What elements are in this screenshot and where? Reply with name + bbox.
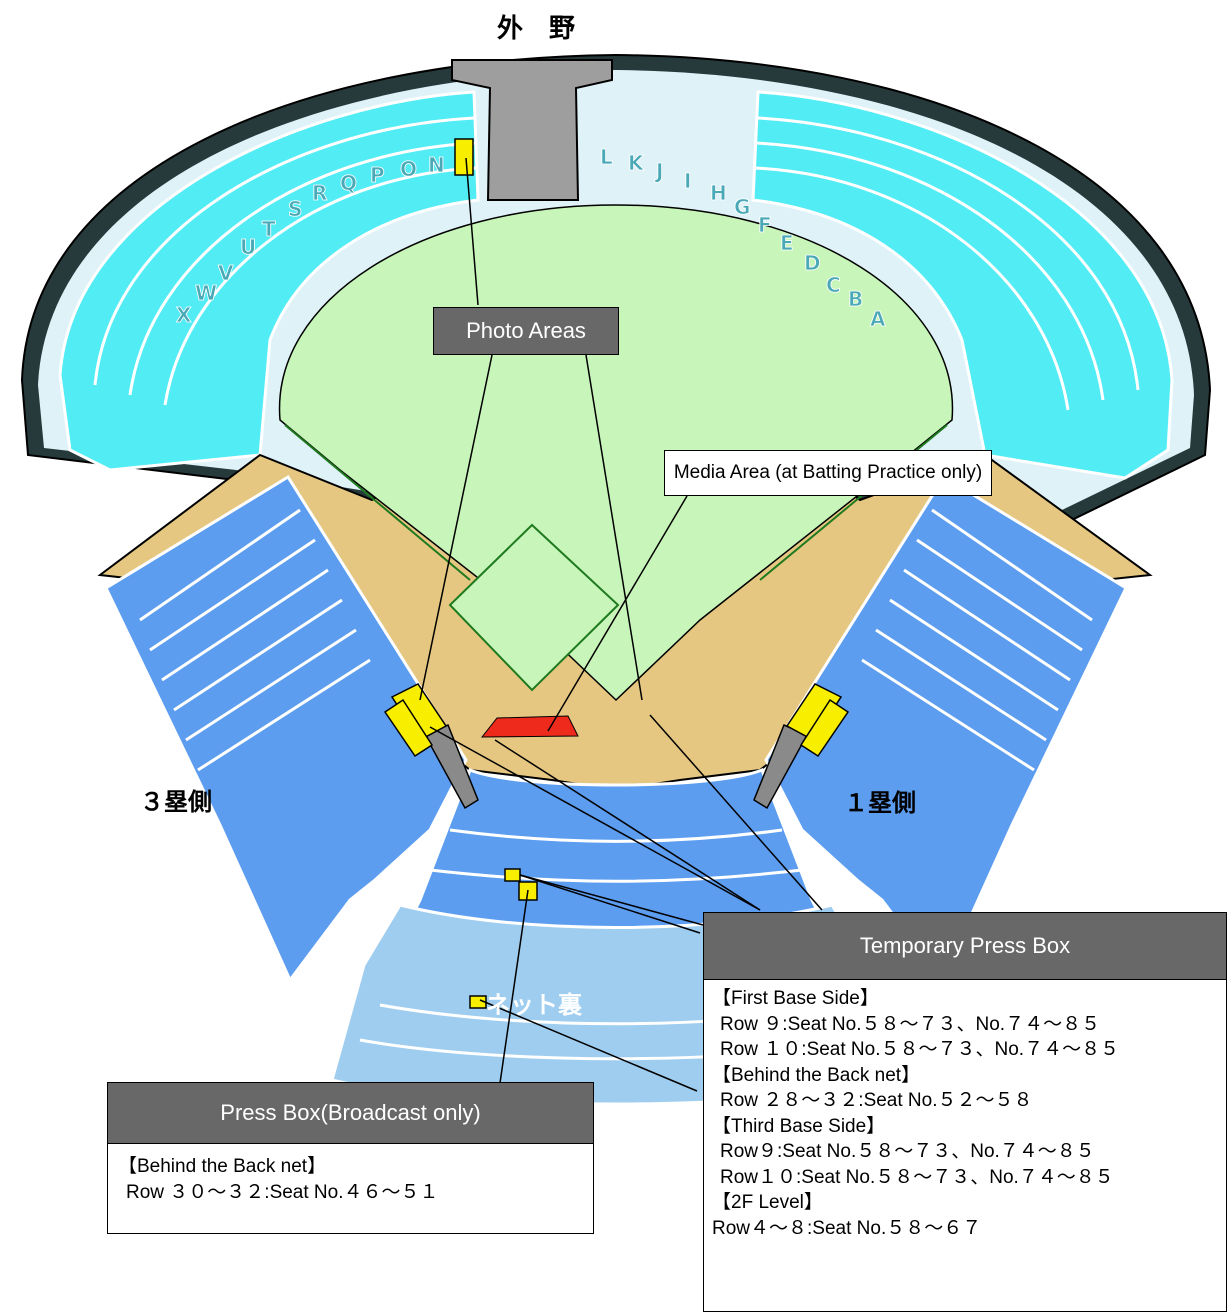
tpb-line-7: Row１０:Seat No.５８～７３、No.７４～８５ bbox=[720, 1166, 1114, 1188]
photo-area-marker-center[interactable] bbox=[454, 138, 474, 176]
media-area-callout: Media Area (at Batting Practice only) bbox=[664, 450, 992, 496]
block-label-right-d: D bbox=[804, 251, 821, 275]
outfield-seats-right bbox=[751, 90, 1174, 480]
block-label-right-k: K bbox=[628, 151, 645, 175]
temporary-press-box-header: Temporary Press Box bbox=[703, 912, 1227, 980]
block-label-left-w: W bbox=[195, 281, 217, 305]
infield-row-lines bbox=[139, 508, 1093, 1061]
third-base-stand bbox=[104, 474, 468, 983]
tpb-line-8: 【2F Level】 bbox=[712, 1192, 823, 1213]
block-label-left-v: V bbox=[218, 261, 234, 285]
block-label-right-h: H bbox=[710, 181, 727, 205]
press-box-header: Press Box(Broadcast only) bbox=[107, 1082, 594, 1144]
outfield-row-lines bbox=[93, 116, 1140, 411]
press-box-details: 【Behind the Back net】 Row ３０～３２:Seat No.… bbox=[107, 1144, 594, 1234]
block-label-left-o: O bbox=[400, 157, 417, 181]
temporary-press-box-callout: Temporary Press Box 【First Base Side】 Ro… bbox=[703, 912, 1227, 1312]
pb-line-1: Row ３０～３２:Seat No.４６～５１ bbox=[126, 1181, 439, 1203]
block-label-right-g: G bbox=[734, 195, 750, 219]
block-label-right-l: L bbox=[600, 145, 613, 169]
block-label-left-t: T bbox=[262, 217, 276, 241]
block-label-right-b: B bbox=[848, 287, 863, 311]
backnet-label: ネット裏 bbox=[486, 991, 583, 1019]
temp-press-marker-third[interactable] bbox=[383, 698, 434, 758]
block-label-left-u: U bbox=[240, 235, 256, 259]
tpb-line-6: Row９:Seat No.５８～７３、No.７４～８５ bbox=[720, 1141, 1095, 1162]
block-label-left-x: X bbox=[176, 303, 192, 327]
press-box-title: Press Box(Broadcast only) bbox=[220, 1100, 481, 1125]
pb-line-0: 【Behind the Back net】 bbox=[118, 1156, 327, 1177]
block-label-right-e: E bbox=[780, 231, 794, 255]
block-label-left-r: R bbox=[312, 181, 327, 205]
media-area-marker[interactable] bbox=[480, 715, 579, 738]
block-label-left-n: N bbox=[428, 153, 445, 177]
photo-areas-callout: Photo Areas bbox=[433, 307, 619, 355]
temp-press-marker-first[interactable] bbox=[799, 698, 850, 758]
block-label-left-q: Q bbox=[340, 171, 357, 195]
scoreboard bbox=[451, 59, 613, 201]
tpb-line-2: Row １０:Seat No.５８～７３、No.７４～８５ bbox=[720, 1039, 1120, 1060]
tpb-line-3: 【Behind the Back net】 bbox=[712, 1064, 921, 1086]
first-side-label: １塁側 bbox=[844, 789, 916, 817]
block-label-right-j: J bbox=[654, 159, 663, 183]
block-label-left-p: P bbox=[370, 163, 385, 187]
block-label-left-s: S bbox=[288, 197, 302, 221]
temp-press-marker-backnet-1[interactable] bbox=[504, 868, 521, 882]
first-base-stand bbox=[764, 474, 1128, 983]
callout-leader-lines bbox=[419, 157, 823, 1092]
block-label-right-f: F bbox=[758, 213, 772, 237]
media-area-label: Media Area (at Batting Practice only) bbox=[673, 462, 983, 483]
third-side-label: ３塁側 bbox=[140, 788, 212, 816]
block-label-right-c: C bbox=[826, 273, 841, 297]
temporary-press-box-title: Temporary Press Box bbox=[859, 933, 1071, 958]
tpb-line-5: 【Third Base Side】 bbox=[712, 1115, 886, 1137]
block-label-right-a: A bbox=[870, 307, 886, 331]
photo-areas-label: Photo Areas bbox=[466, 318, 586, 343]
tpb-line-9: Row４～８:Seat No.５８～６７ bbox=[712, 1217, 982, 1239]
press-box-callout: Press Box(Broadcast only) 【Behind the Ba… bbox=[107, 1082, 594, 1234]
tpb-line-4: Row ２８～３２:Seat No.５２～５８ bbox=[720, 1090, 1033, 1111]
outfield-label: 外 野 bbox=[497, 14, 575, 44]
tpb-line-1: Row ９:Seat No.５８～７３、No.７４～８５ bbox=[720, 1013, 1101, 1035]
block-label-right-i: I bbox=[684, 169, 691, 193]
temporary-press-box-details: 【First Base Side】 Row ９:Seat No.５８～７３、No… bbox=[703, 980, 1227, 1312]
infield-diamond bbox=[448, 523, 620, 692]
tpb-line-0: 【First Base Side】 bbox=[712, 988, 879, 1009]
